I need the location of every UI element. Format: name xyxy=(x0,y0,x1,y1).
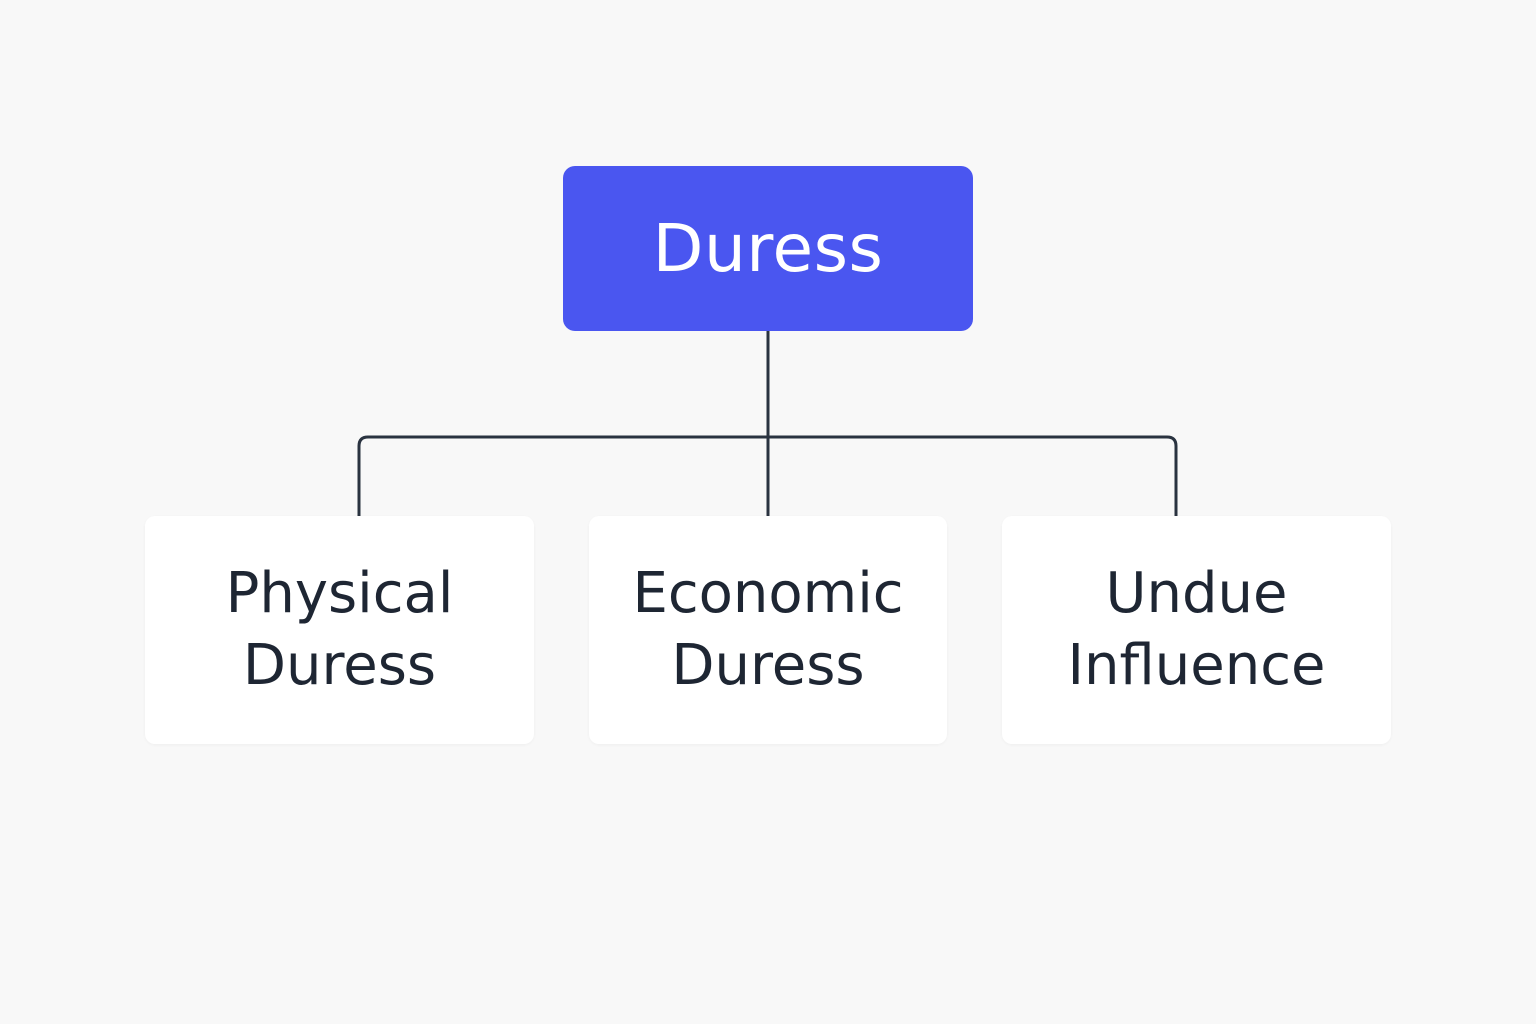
child-node-economic-duress: Economic Duress xyxy=(589,516,947,744)
child-label: Economic Duress xyxy=(632,561,904,698)
child-label: Physical Duress xyxy=(225,561,454,698)
root-label: Duress xyxy=(652,209,884,287)
child-label: Undue Influence xyxy=(1067,561,1326,698)
child-node-undue-influence: Undue Influence xyxy=(1002,516,1391,744)
child-node-physical-duress: Physical Duress xyxy=(145,516,534,744)
connector-branches xyxy=(357,435,1178,516)
root-node-duress: Duress xyxy=(563,166,973,331)
